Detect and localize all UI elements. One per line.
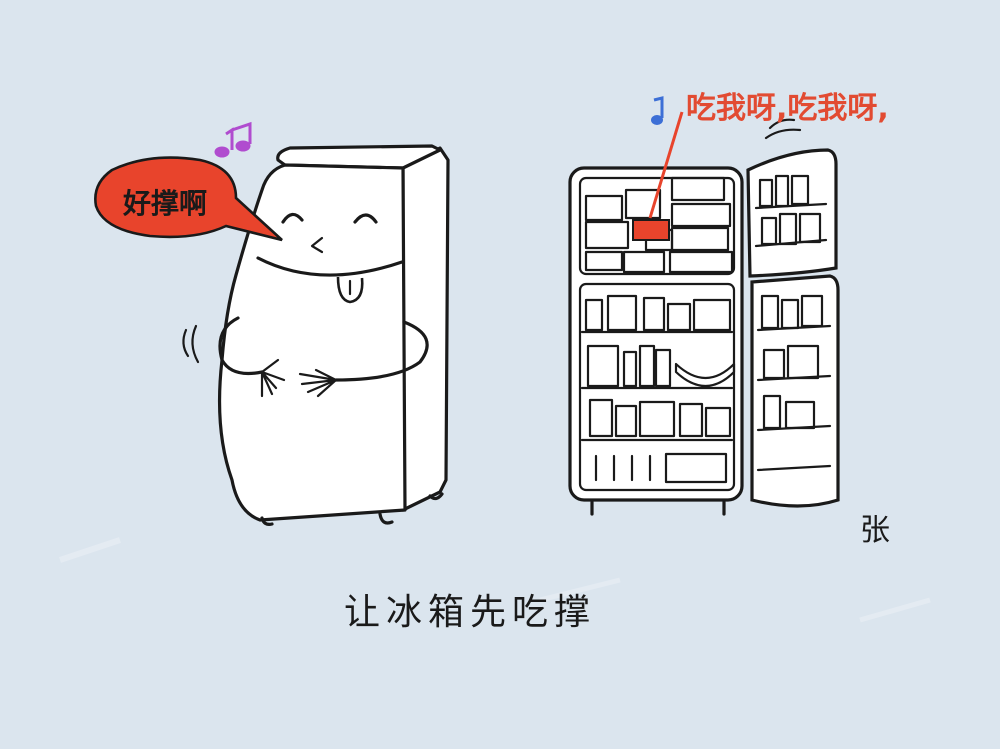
open-fridge — [568, 118, 840, 516]
music-note-icon — [651, 96, 664, 125]
full-fridge-character — [182, 144, 450, 526]
red-food-box — [632, 219, 670, 241]
right-eye — [353, 213, 378, 224]
speech-bubble-left-text: 好撑啊 — [122, 187, 207, 220]
right-arm — [334, 320, 429, 382]
left-eye — [281, 212, 304, 224]
speech-pointer-right — [648, 111, 684, 219]
artist-signature: 张 — [860, 513, 890, 548]
mouth — [256, 256, 404, 277]
speech-text-right: 吃我呀,吃我呀, — [686, 91, 889, 126]
caption: 让冰箱先吃撑 — [344, 592, 596, 633]
nose — [310, 236, 324, 254]
music-note-icon — [214, 121, 252, 158]
speech-bubble-left: 好撑啊 — [94, 156, 283, 242]
left-arm — [218, 316, 264, 376]
background-texture — [59, 537, 931, 623]
